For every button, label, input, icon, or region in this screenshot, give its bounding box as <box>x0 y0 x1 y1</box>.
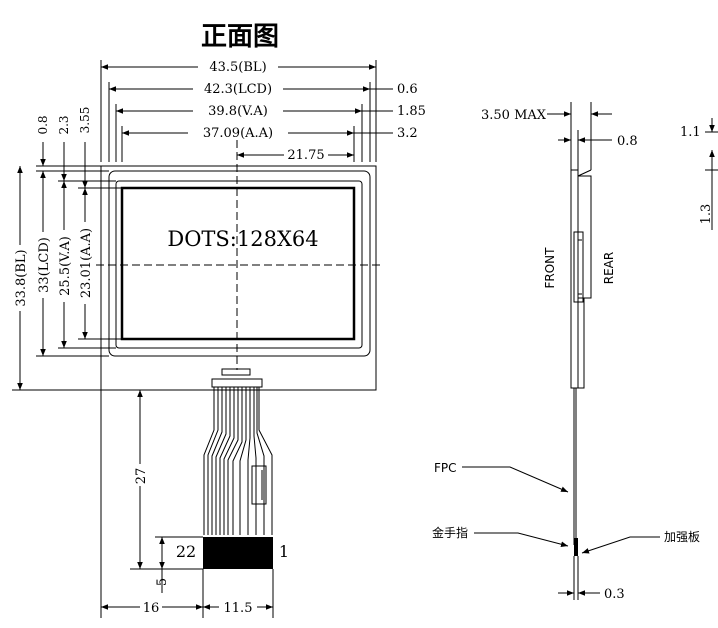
dim-va-height: 25.5(V.A) <box>58 236 73 296</box>
dim-offset-3.55: 3.55 <box>78 107 92 134</box>
fpc-dimensions: 27 5 16 11.5 <box>100 390 274 618</box>
dim-bl-height: 33.8(BL) <box>14 249 29 306</box>
side-view: 3.50 MAX 0.8 FRONT REAR FPC 金手指 加强板 0. <box>432 102 718 602</box>
fpc-label: FPC <box>434 461 457 475</box>
dim-max-thickness: 3.50 MAX <box>481 108 547 123</box>
dim-offset-2.3: 2.3 <box>57 115 71 134</box>
dim-center-offset: 21.75 <box>287 148 324 163</box>
drawing-title: 正面图 <box>201 22 279 52</box>
dim-lcd-width: 42.3(LCD) <box>204 82 272 97</box>
dim-aa-height: 23.01(A.A) <box>79 228 94 298</box>
dim-bl-width: 43.5(BL) <box>209 60 266 75</box>
dim-aa-offset: 3.2 <box>397 126 418 141</box>
dim-fpc-left-offset: 16 <box>143 601 160 616</box>
stiffener-label: 加强板 <box>664 530 700 544</box>
side-stiffener <box>574 538 578 556</box>
fpc-exit-pad <box>221 368 251 376</box>
dim-fpc-thickness: 0.3 <box>604 587 625 602</box>
pin-22-label: 22 <box>176 542 196 561</box>
dim-offset-0.8: 0.8 <box>36 115 50 134</box>
front-view: DOTS:128X64 22 1 <box>96 128 382 569</box>
dim-va-offset: 1.85 <box>397 104 426 119</box>
front-label: FRONT <box>543 247 557 289</box>
left-dimensions: 0.8 2.3 3.55 33.8(BL) 33(LCD) 25.5(V.A) … <box>12 107 122 391</box>
dim-fpc-length: 27 <box>134 468 149 485</box>
dim-detail-bottom: 1.3 <box>699 204 714 225</box>
dim-glass-thickness: 0.8 <box>617 134 638 149</box>
dim-lcd-height: 33(LCD) <box>37 237 52 293</box>
active-area <box>120 186 356 341</box>
dim-detail-top: 1.1 <box>680 125 701 140</box>
fpc-top-bar <box>211 378 263 388</box>
dim-lcd-offset: 0.6 <box>397 82 418 97</box>
rear-label: REAR <box>602 252 616 284</box>
dim-finger-height: 5 <box>155 578 170 586</box>
pin-1-label: 1 <box>279 542 289 561</box>
lcd-outline <box>108 170 371 357</box>
dim-aa-width: 37.09(A.A) <box>203 126 273 141</box>
dim-va-width: 39.8(V.A) <box>208 104 268 119</box>
dim-fpc-width: 11.5 <box>224 601 253 616</box>
top-dimensions: 43.5(BL) 42.3(LCD) 0.6 39.8(V.A) 1.85 37… <box>100 59 426 163</box>
side-backlight <box>577 175 592 299</box>
gold-finger-label: 金手指 <box>432 525 468 540</box>
gold-finger-block <box>203 537 273 569</box>
dots-label: DOTS:128X64 <box>167 227 318 251</box>
side-lower-frame <box>577 297 585 389</box>
fpc-traces <box>203 387 273 535</box>
